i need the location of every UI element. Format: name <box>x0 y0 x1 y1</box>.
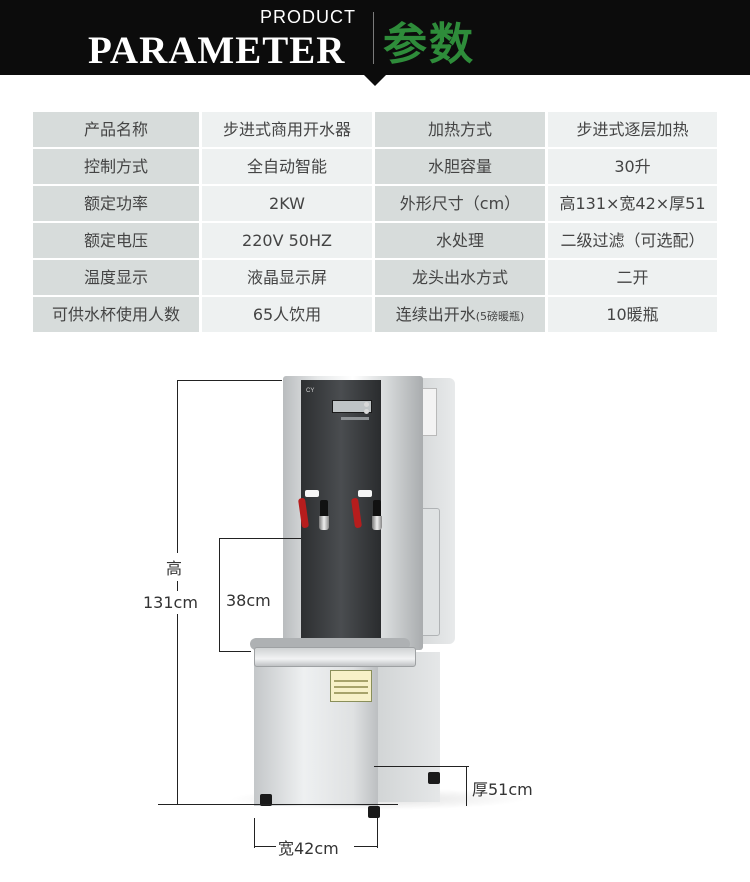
table-row: 额定电压 220V 50HZ 水处理 二级过滤（可选配） <box>33 223 717 258</box>
param-label: 水胆容量 <box>375 149 545 184</box>
tap-height-top-tick <box>219 538 301 539</box>
tap-tag <box>358 490 372 497</box>
machine-foot <box>368 806 380 818</box>
table-row: 额定功率 2KW 外形尺寸（cm） 高131×宽42×厚51 <box>33 186 717 221</box>
display-button <box>364 402 369 407</box>
header-product-word: PRODUCT <box>260 7 356 27</box>
param-label: 额定功率 <box>33 186 199 221</box>
param-label: 加热方式 <box>375 112 545 147</box>
param-value: 30升 <box>548 149 717 184</box>
param-label: 连续出开水 <box>395 305 476 324</box>
height-bottom-tick <box>158 804 398 805</box>
depth-top-tick <box>374 766 469 767</box>
param-label: 温度显示 <box>33 260 199 295</box>
param-label: 可供水杯使用人数 <box>33 297 199 332</box>
height-value: 131cm <box>143 591 198 614</box>
machine-foot <box>428 772 440 784</box>
nameplate-line <box>334 692 368 694</box>
table-row: 产品名称 步进式商用开水器 加热方式 步进式逐层加热 <box>33 112 717 147</box>
display-button <box>364 409 369 414</box>
nameplate-line <box>334 680 368 682</box>
header-cn-title: 参数 <box>383 19 475 70</box>
param-label: 龙头出水方式 <box>375 260 545 295</box>
header-banner: PRODUCT PARAMETER 参数 <box>0 0 750 75</box>
param-value: 65人饮用 <box>202 297 372 332</box>
table-row: 可供水杯使用人数 65人饮用 连续出开水(5磅暖瓶) 10暖瓶 <box>33 297 717 332</box>
tap-body <box>373 500 381 518</box>
depth-line <box>466 766 467 806</box>
nameplate-line <box>334 686 368 688</box>
tap-spout <box>319 516 329 530</box>
param-value: 步进式逐层加热 <box>548 112 717 147</box>
width-left-tick <box>254 818 255 848</box>
param-value: 全自动智能 <box>202 149 372 184</box>
tap-tag <box>305 490 319 497</box>
tap-height-bottom-tick <box>219 651 251 652</box>
param-value: 高131×宽42×厚51 <box>548 186 717 221</box>
table-row: 控制方式 全自动智能 水胆容量 30升 <box>33 149 717 184</box>
param-value: 二级过滤（可选配） <box>548 223 717 258</box>
lcd-display <box>332 400 372 413</box>
header-divider <box>373 12 374 64</box>
header-notch <box>364 75 386 86</box>
param-label: 产品名称 <box>33 112 199 147</box>
drip-tray <box>254 647 416 667</box>
product-figure: CY 高 131cm 38cm 厚51cm <box>143 370 600 870</box>
param-value: 步进式商用开水器 <box>202 112 372 147</box>
width-value: 宽42cm <box>278 839 339 858</box>
width-line-right <box>354 846 378 847</box>
tap-height-value: 38cm <box>226 589 271 612</box>
param-value: 液晶显示屏 <box>202 260 372 295</box>
param-label: 控制方式 <box>33 149 199 184</box>
height-top-tick <box>177 380 282 381</box>
front-panel <box>301 380 381 642</box>
parameter-table: 产品名称 步进式商用开水器 加热方式 步进式逐层加热 控制方式 全自动智能 水胆… <box>33 112 717 332</box>
param-value: 2KW <box>202 186 372 221</box>
tap-spout <box>372 516 382 530</box>
display-caption <box>341 417 369 420</box>
param-label: 水处理 <box>375 223 545 258</box>
width-line-left <box>254 846 276 847</box>
tap-body <box>320 500 328 518</box>
height-label: 高 <box>166 553 183 581</box>
depth-value: 厚51cm <box>472 780 533 799</box>
param-value: 二开 <box>548 260 717 295</box>
param-label-with-note: 连续出开水(5磅暖瓶) <box>375 297 545 332</box>
tap-height-line <box>219 538 220 651</box>
param-note: (5磅暖瓶) <box>475 310 525 323</box>
width-right-tick <box>377 818 378 848</box>
param-value: 220V 50HZ <box>202 223 372 258</box>
param-label: 额定电压 <box>33 223 199 258</box>
param-label: 外形尺寸（cm） <box>375 186 545 221</box>
brand-logo: CY <box>306 388 315 394</box>
header-parameter-word: PARAMETER <box>88 29 346 72</box>
table-row: 温度显示 液晶显示屏 龙头出水方式 二开 <box>33 260 717 295</box>
param-value: 10暖瓶 <box>548 297 717 332</box>
machine-foot <box>260 794 272 806</box>
